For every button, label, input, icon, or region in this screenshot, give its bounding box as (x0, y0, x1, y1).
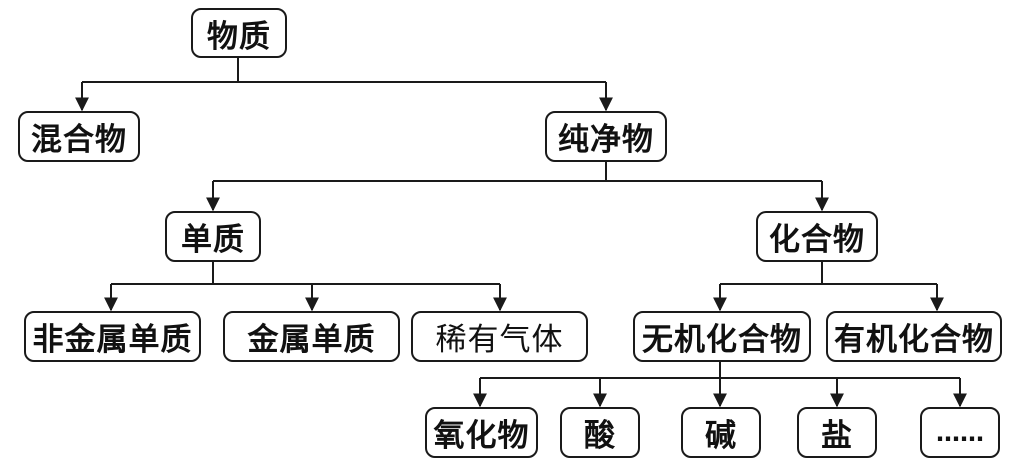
node-base: 碱 (681, 407, 761, 458)
node-noble-gas: 稀有气体 (411, 311, 588, 362)
node-matter: 物质 (191, 8, 287, 58)
node-more: …… (920, 407, 1000, 458)
node-mixture: 混合物 (18, 111, 140, 162)
node-nonmetal-element: 非金属单质 (24, 311, 201, 362)
node-organic-compound: 有机化合物 (826, 311, 1002, 362)
node-inorganic-compound: 无机化合物 (633, 311, 811, 362)
node-element: 单质 (165, 211, 261, 262)
node-oxide: 氧化物 (425, 407, 538, 458)
node-pure-substance: 纯净物 (545, 111, 667, 162)
node-compound: 化合物 (756, 211, 878, 262)
node-salt: 盐 (797, 407, 877, 458)
node-acid: 酸 (560, 407, 640, 458)
node-metal-element: 金属单质 (223, 311, 400, 362)
